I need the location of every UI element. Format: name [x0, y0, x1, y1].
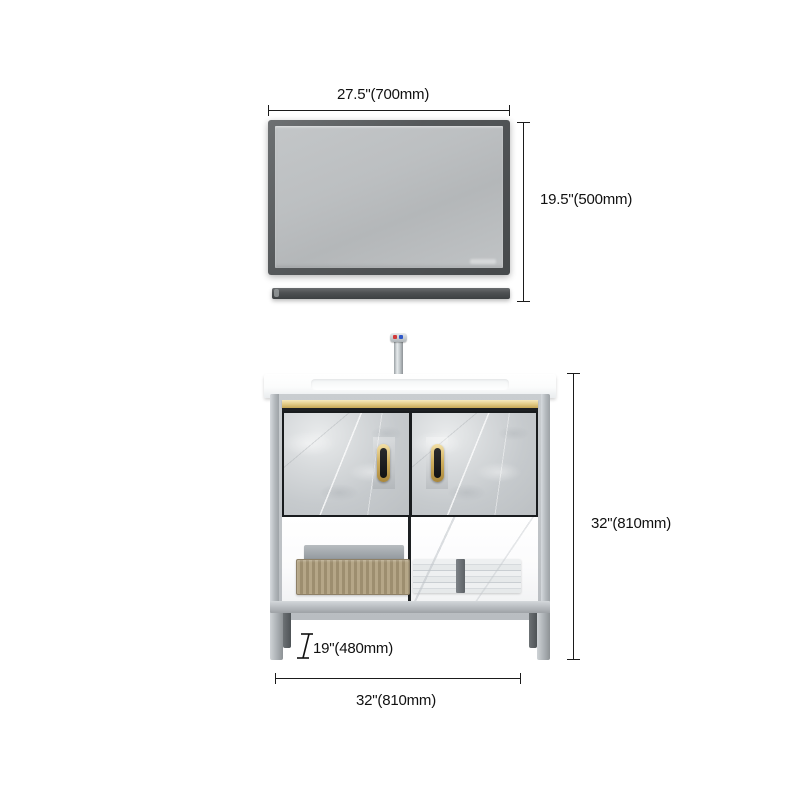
shelf-center-divider — [408, 517, 411, 601]
leg-back-left — [283, 613, 291, 648]
leg-front-left — [270, 613, 283, 660]
basin-bowl — [310, 379, 510, 391]
wicker-basket — [296, 559, 410, 595]
faucet — [390, 333, 407, 382]
door-right[interactable] — [411, 413, 536, 515]
bottom-shelf-board — [270, 601, 550, 613]
cabinet-doors — [282, 411, 538, 517]
leg-back-right — [529, 613, 537, 648]
gold-accent-strip — [282, 400, 538, 408]
towel-band — [456, 559, 465, 593]
mirror — [268, 120, 510, 275]
leg-front-right — [537, 613, 550, 660]
mirror-width-label: 27.5"(700mm) — [337, 86, 430, 103]
mirror-height-dimension-line — [517, 122, 530, 302]
vanity-depth-tick-icon — [297, 633, 313, 659]
vanity-height-label: 32"(810mm) — [591, 515, 672, 532]
open-shelf-cavity — [282, 517, 538, 601]
mirror-glass — [275, 126, 503, 268]
door-left[interactable] — [284, 413, 409, 515]
cabinet-body — [270, 394, 550, 620]
cabinet-side-left — [270, 394, 279, 620]
mirror-shelf-bar — [272, 288, 510, 299]
mirror-height-label: 19.5"(500mm) — [540, 191, 633, 208]
vanity-height-dimension-line — [567, 373, 580, 660]
door-handle-right[interactable] — [430, 444, 444, 482]
vanity-depth-label: 19"(480mm) — [313, 640, 394, 657]
basket-folded-cloth — [304, 545, 404, 561]
folded-towels — [413, 559, 521, 593]
top-black-rail — [282, 408, 538, 411]
vanity — [262, 330, 558, 670]
mirror-width-dimension-line — [268, 105, 510, 116]
vanity-width-label: 32"(810mm) — [356, 692, 437, 709]
faucet-handle-icon — [390, 333, 407, 342]
vanity-width-dimension-line — [275, 673, 521, 684]
cabinet-side-right — [541, 394, 550, 620]
door-handle-left[interactable] — [376, 444, 390, 482]
